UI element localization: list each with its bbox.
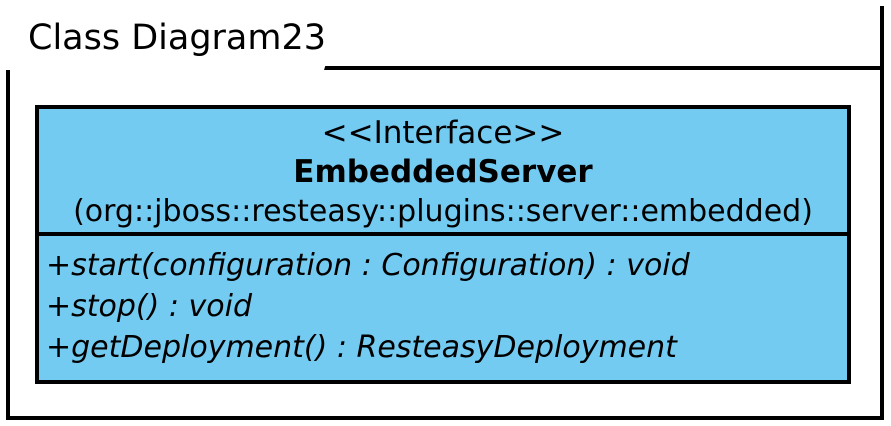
diagram-title-tab[interactable]: Class Diagram23	[6, 6, 342, 70]
uml-package-path-label: (org::jboss::resteasy::plugins::server::…	[73, 194, 813, 229]
uml-operation-row: +getDeployment() : ResteasyDeployment	[46, 330, 677, 365]
uml-operation-row: +start(configuration : Configuration) : …	[46, 248, 690, 283]
uml-stereotype-label: <<Interface>>	[321, 115, 565, 151]
uml-operation-row: +stop() : void	[46, 289, 253, 324]
uml-class-header: <<Interface>> EmbeddedServer (org::jboss…	[39, 109, 847, 236]
uml-operations-compartment: +start(configuration : Configuration) : …	[39, 236, 847, 368]
diagram-title-label: Class Diagram23	[28, 18, 327, 58]
uml-class-box-embeddedserver[interactable]: <<Interface>> EmbeddedServer (org::jboss…	[35, 105, 851, 384]
diagram-frame	[6, 6, 884, 420]
diagram-title-tab-fill	[10, 10, 338, 66]
diagram-frame-top-border	[6, 66, 884, 70]
uml-class-name-label: EmbeddedServer	[293, 154, 593, 190]
